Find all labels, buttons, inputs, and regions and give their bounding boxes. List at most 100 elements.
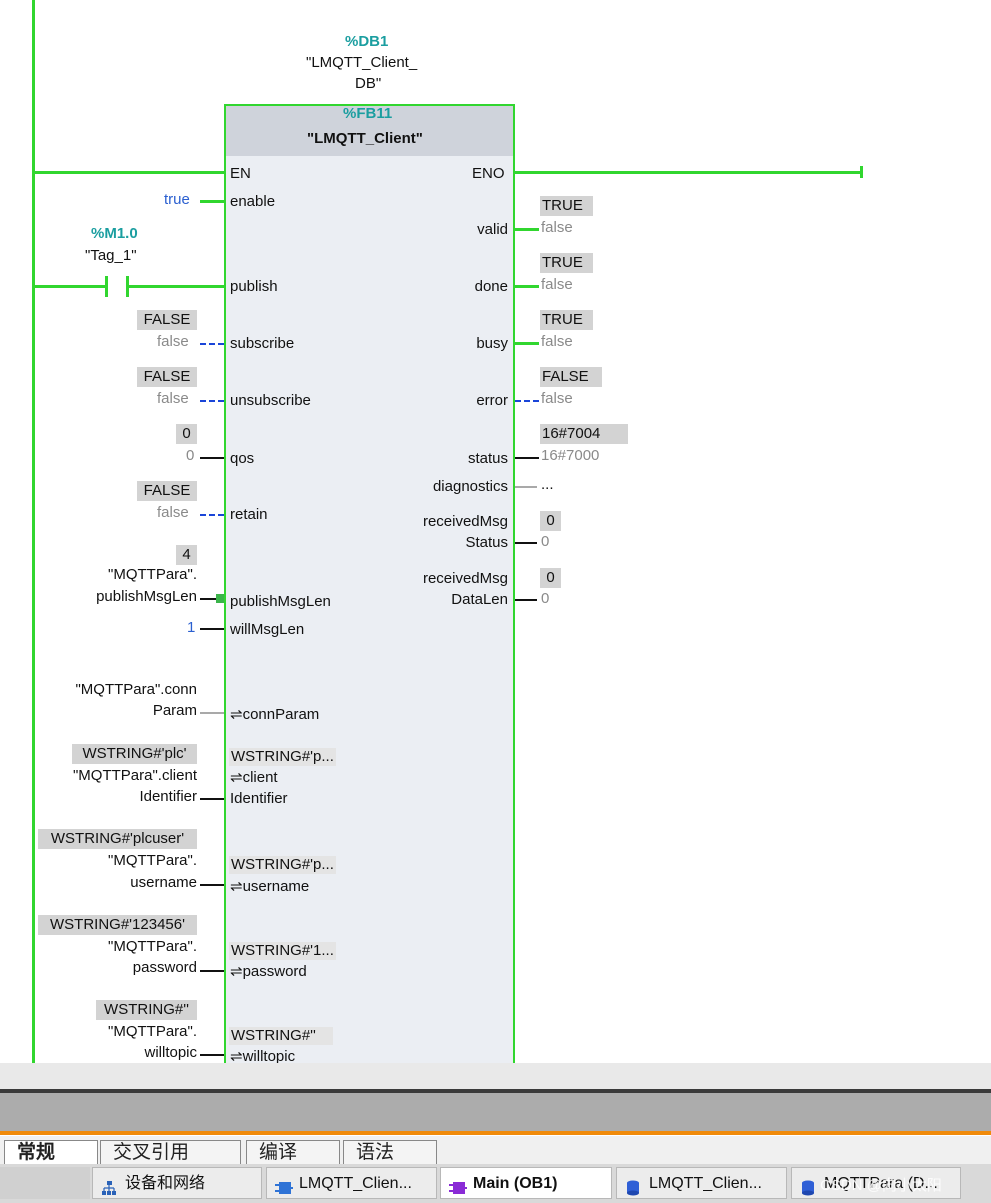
taskbar-main-ob1[interactable]: Main (OB1) (440, 1167, 612, 1199)
tab-cross-reference[interactable]: 交叉引用 (100, 1140, 241, 1165)
pin-publishmsglen: publishMsgLen (230, 593, 331, 610)
editor-bottom-border (0, 1063, 991, 1091)
contact-bar-right[interactable] (126, 276, 129, 297)
taskbar-lmqtt-db[interactable]: LMQTT_Clien... (616, 1167, 787, 1199)
client-operand[interactable]: "MQTTPara".client (72, 767, 197, 784)
password-wire (200, 970, 224, 972)
publishmsglen-operand[interactable]: "MQTTPara". (108, 566, 197, 583)
diagnostics-value[interactable]: ... (541, 476, 554, 493)
client-pin-monitor: WSTRING#'p... (229, 748, 336, 766)
pin-busy: busy (476, 335, 508, 352)
valid-wire (515, 228, 539, 231)
unsubscribe-value[interactable]: false (157, 390, 189, 407)
willtopic-operand[interactable]: "MQTTPara". (108, 1023, 197, 1040)
password-operand[interactable]: "MQTTPara". (108, 938, 197, 955)
subscribe-value[interactable]: false (157, 333, 189, 350)
pin-receivedmsgdatalen: receivedMsg (422, 570, 508, 587)
receivedmsgdatalen-wire (515, 599, 537, 601)
error-monitor: FALSE (540, 367, 602, 387)
taskbar-left-gap (0, 1167, 90, 1199)
block-header (226, 106, 513, 156)
publishmsglen-marker (216, 594, 224, 603)
taskbar-label: LMQTT_Clien... (299, 1175, 412, 1192)
pin-receivedmsgstatus: receivedMsg (422, 513, 508, 530)
connparam-operand-2[interactable]: Param (152, 702, 197, 719)
connparam-operand[interactable]: "MQTTPara".conn (75, 681, 197, 698)
pin-retain: retain (230, 506, 268, 523)
tab-syntax[interactable]: 语法 (343, 1140, 437, 1165)
enable-value[interactable]: true (164, 191, 190, 208)
receivedmsgstatus-monitor: 0 (540, 511, 561, 531)
taskbar-lmqtt-fb[interactable]: LMQTT_Clien... (266, 1167, 437, 1199)
error-wire (515, 400, 539, 402)
taskbar-label: LMQTT_Clien... (649, 1175, 762, 1192)
status-value[interactable]: 16#7000 (541, 447, 600, 464)
receivedmsgdatalen-value[interactable]: 0 (541, 590, 550, 607)
contact-tag[interactable]: "Tag_1" (85, 247, 137, 264)
inspector-top-border (0, 1089, 991, 1093)
subscribe-monitor: FALSE (137, 310, 197, 330)
busy-monitor: TRUE (540, 310, 593, 330)
valid-value[interactable]: false (541, 219, 573, 236)
pin-qos: qos (230, 450, 255, 467)
function-block-box[interactable] (224, 104, 515, 1064)
willtopic-wire (200, 1054, 224, 1056)
publish-wire-left (35, 285, 105, 288)
watermark: CSDN @向小太阳 (820, 1177, 942, 1194)
data-block-icon (800, 1176, 816, 1196)
retain-value[interactable]: false (157, 504, 189, 521)
pin-en: EN (230, 165, 251, 182)
password-operand-2[interactable]: password (132, 959, 197, 976)
unsubscribe-wire (200, 400, 224, 402)
willtopic-pin-monitor: WSTRING#'' (229, 1027, 333, 1045)
client-operand-2[interactable]: Identifier (139, 788, 197, 805)
pin-diagnostics: diagnostics (432, 478, 508, 495)
pin-password: ⇌password (230, 963, 307, 980)
pin-publish: publish (230, 278, 278, 295)
connparam-wire (200, 712, 224, 714)
busy-wire (515, 342, 539, 345)
tab-general[interactable]: 常规 (4, 1140, 98, 1165)
username-operand-2[interactable]: username (130, 874, 197, 891)
done-value[interactable]: false (541, 276, 573, 293)
busy-value[interactable]: false (541, 333, 573, 350)
pin-client-2: Identifier (230, 790, 288, 807)
contact-bar-left[interactable] (105, 276, 108, 297)
error-value[interactable]: false (541, 390, 573, 407)
username-pin-monitor: WSTRING#'p... (229, 856, 336, 874)
receivedmsgdatalen-monitor: 0 (540, 568, 561, 588)
qos-monitor: 0 (176, 424, 197, 444)
block-title: "LMQTT_Client" (307, 130, 423, 147)
pin-subscribe: subscribe (230, 335, 295, 352)
organization-block-icon (449, 1176, 467, 1194)
eno-end (860, 166, 863, 178)
qos-value[interactable]: 0 (186, 447, 195, 464)
eno-wire (515, 171, 863, 174)
enable-wire (200, 200, 224, 203)
willtopic-operand-2[interactable]: willtopic (144, 1044, 197, 1061)
unsubscribe-monitor: FALSE (137, 367, 197, 387)
done-wire (515, 285, 539, 288)
taskbar-devices-networks[interactable]: 设备和网络 (92, 1167, 262, 1199)
inspector-tabs: 常规 交叉引用 编译 语法 (0, 1136, 991, 1165)
done-monitor: TRUE (540, 253, 593, 273)
pin-client: ⇌client (230, 769, 278, 786)
taskbar-mqttpara-db[interactable]: MQTTPara (D... (791, 1167, 961, 1199)
pin-connparam: ⇌connParam (230, 706, 320, 723)
receivedmsgstatus-value[interactable]: 0 (541, 533, 550, 550)
client-wire (200, 798, 224, 800)
username-operand[interactable]: "MQTTPara". (108, 852, 197, 869)
willmsglen-wire (200, 628, 224, 630)
pin-status: status (467, 450, 508, 467)
publishmsglen-operand-2[interactable]: publishMsgLen (96, 588, 197, 605)
instance-db-name-2[interactable]: DB" (355, 75, 382, 92)
contact-address[interactable]: %M1.0 (91, 225, 138, 242)
taskbar-label: 设备和网络 (125, 1175, 206, 1192)
retain-wire (200, 514, 224, 516)
valid-monitor: TRUE (540, 196, 593, 216)
instance-db-name[interactable]: "LMQTT_Client_ (306, 54, 418, 71)
willmsglen-value[interactable]: 1 (187, 619, 196, 636)
retain-monitor: FALSE (137, 481, 197, 501)
tab-compile[interactable]: 编译 (246, 1140, 340, 1165)
network-icon (101, 1176, 117, 1195)
